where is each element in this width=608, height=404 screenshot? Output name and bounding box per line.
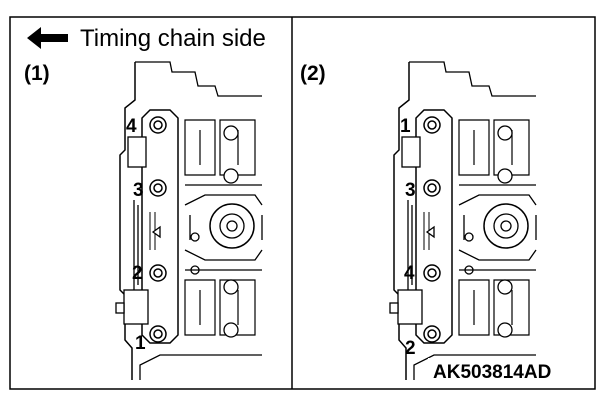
bolt-number: 3 [133,180,144,201]
panel-1-bolts [149,116,167,343]
bolt-number: 4 [404,263,415,284]
bolt-top-2 [423,116,441,134]
bolt-number: 1 [400,116,411,137]
figure-code: AK503814AD [433,362,551,383]
bolt-upper-middle-1 [149,179,167,197]
bolt-number: 1 [135,333,146,354]
bolt-lower-middle-1 [149,264,167,282]
bolt-number: 2 [405,338,416,359]
panel-2-bolts [423,116,441,343]
bolt-number: 3 [405,180,416,201]
panel-label-1: (1) [24,62,50,85]
bolt-bottom-1 [149,325,167,343]
bolt-upper-middle-2 [423,179,441,197]
arrow-left-icon [27,27,68,49]
cylinder-head-drawing-2 [389,61,537,380]
bolt-lower-middle-2 [423,264,441,282]
bolt-number: 4 [126,116,137,137]
legend-text: Timing chain side [80,25,266,52]
panel-label-2: (2) [300,62,326,85]
cylinder-head-drawing-1 [115,61,263,380]
bolt-bottom-2 [423,325,441,343]
diagram-frame [9,16,596,390]
bolt-top-1 [149,116,167,134]
bolt-number: 2 [132,263,143,284]
